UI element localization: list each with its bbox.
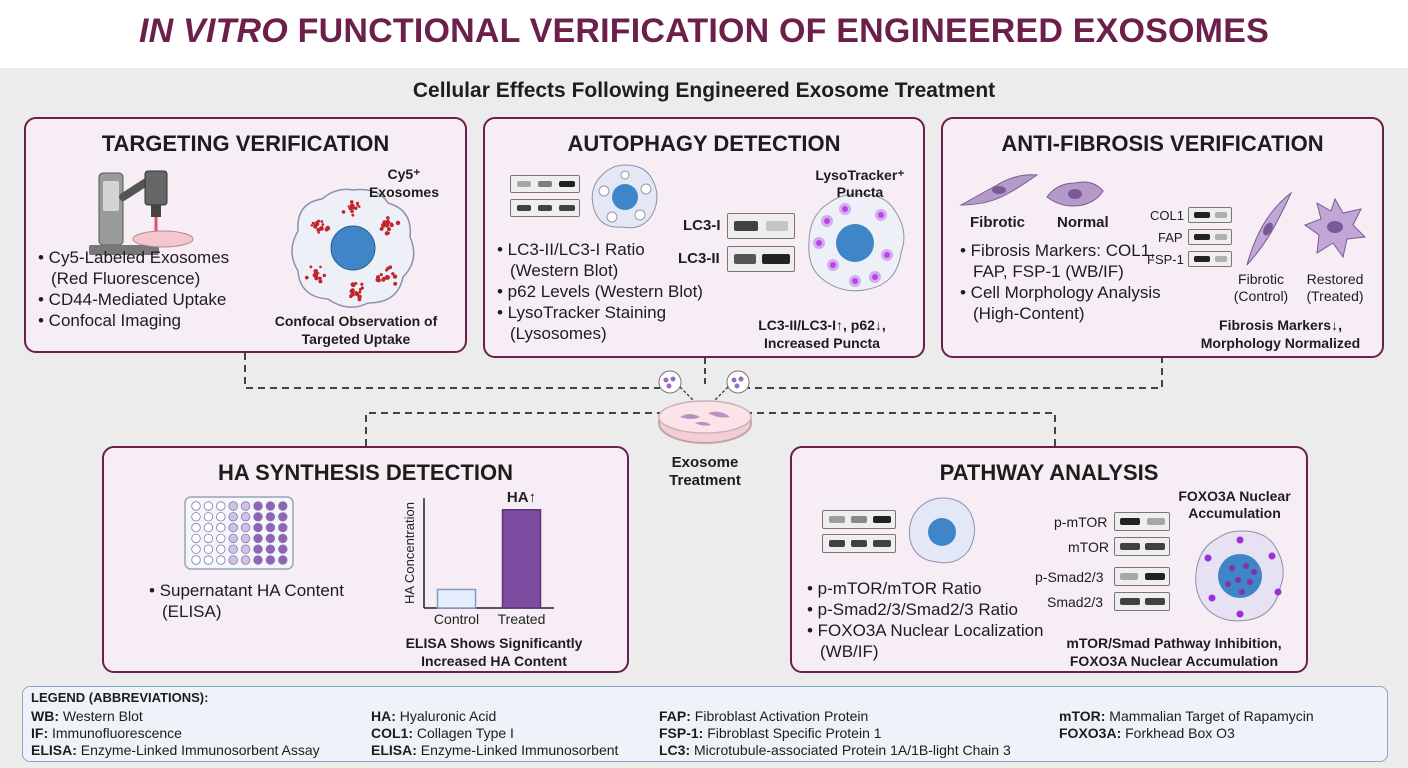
anti-fibrosis-panel: ANTI-FIBROSIS VERIFICATION Fibrotic Norm… — [941, 117, 1384, 358]
pathway-bullets: • p-mTOR/mTOR Ratio • p-Smad2/3/Smad2/3 … — [807, 579, 1044, 661]
blot-label-lc3-ii: LC3-II — [678, 250, 720, 267]
page-title: IN VITRO FUNCTIONAL VERIFICATION OF ENGI… — [139, 12, 1269, 50]
compare-label-fibrotic: Fibrotic(Control) — [1233, 271, 1289, 304]
restored-cell-icon — [1303, 197, 1367, 259]
panel-title: HA SYNTHESIS DETECTION — [218, 460, 513, 485]
targeting-bullets: • Cy5-Labeled Exosomes (Red Fluorescence… — [38, 248, 230, 330]
normal-label: Normal — [1057, 214, 1109, 231]
lysotracker-label: LysoTracker⁺Puncta — [815, 167, 905, 200]
tick-label-treated: Treated — [498, 611, 546, 627]
autophagy-detection-panel: AUTOPHAGY DETECTION • LC3-II/LC3-I Ratio… — [483, 117, 925, 358]
blot-label-p-smad: p-Smad2/3 — [1035, 569, 1104, 585]
blot-label-p-mtor: p-mTOR — [1054, 514, 1108, 530]
well-plate-icon — [184, 496, 294, 570]
blot-label-col1: COL1 — [1150, 208, 1184, 223]
cell-icon — [909, 497, 975, 564]
tick-label-control: Control — [434, 611, 479, 627]
ha-synthesis-panel: HA SYNTHESIS DETECTION • Supernatant HA … — [102, 446, 629, 673]
pathway-analysis-panel: PATHWAY ANALYSIS • p-mTOR/mTOR Ratio • p… — [790, 446, 1308, 673]
targeting-verification-panel: TARGETING VERIFICATION • Cy5-Labeled Exo… — [24, 117, 467, 353]
blot-label-mtor: mTOR — [1068, 539, 1109, 555]
western-blot-strip — [1114, 537, 1170, 556]
western-blot-strip — [1114, 567, 1170, 586]
normal-cell-icon — [1046, 181, 1104, 207]
blot-label-fap: FAP — [1158, 230, 1183, 245]
lysotracker-cell-icon — [808, 193, 905, 292]
western-blot-strip — [510, 199, 580, 217]
western-blot-strip — [1188, 229, 1232, 245]
ha-bullets: • Supernatant HA Content (ELISA) — [149, 581, 344, 621]
western-blot-strip — [822, 510, 896, 529]
western-blot-strip — [510, 175, 580, 193]
cell-vesicles-icon — [591, 164, 658, 229]
cy5-label: Cy5⁺Exosomes — [368, 166, 440, 200]
microscope-icon — [89, 170, 194, 255]
western-blot-strip — [1114, 592, 1170, 611]
western-blot-strip — [727, 246, 795, 272]
bar-treated — [501, 509, 542, 609]
blot-label-lc3-i: LC3-I — [683, 217, 721, 234]
western-blot-strip — [822, 534, 896, 553]
fibrotic-control-cell-icon — [1246, 191, 1293, 266]
legend-col-2: HA: Hyaluronic Acid COL1: Collagen Type … — [371, 708, 619, 758]
bar-control — [436, 588, 477, 609]
western-blot-strip — [1188, 251, 1232, 267]
page-subtitle: Cellular Effects Following Engineered Ex… — [412, 79, 996, 102]
compare-label-restored: Restored(Treated) — [1306, 271, 1364, 304]
panel-title: ANTI-FIBROSIS VERIFICATION — [1001, 131, 1324, 156]
autophagy-bullets: • LC3-II/LC3-I Ratio (Western Blot) • p6… — [497, 240, 703, 343]
foxo3a-cell-icon — [1195, 530, 1284, 622]
fibrotic-cell-icon — [959, 174, 1039, 206]
panel-title: AUTOPHAGY DETECTION — [567, 131, 841, 156]
legend-title: LEGEND (ABBREVIATIONS): — [31, 690, 209, 705]
autophagy-caption: LC3-II/LC3-I↑, p62↓,Increased Puncta — [758, 317, 886, 351]
pathway-caption: mTOR/Smad Pathway Inhibition,FOXO3A Nucl… — [1066, 635, 1282, 669]
fibrotic-label: Fibrotic — [970, 214, 1025, 231]
y-axis-label: HA Concentration — [402, 502, 417, 604]
western-blot-strip — [727, 213, 795, 239]
western-blot-strip — [1188, 207, 1232, 223]
legend-col-1: WB: Western Blot IF: Immunofluorescence … — [31, 708, 320, 758]
exosome-dish-icon — [658, 370, 752, 444]
header-band — [0, 0, 1408, 68]
panel-title: PATHWAY ANALYSIS — [939, 460, 1159, 485]
fibrosis-bullets: • Fibrosis Markers: COL1, FAP, FSP-1 (WB… — [960, 241, 1161, 323]
cy5-cell-icon — [291, 188, 415, 308]
legend-box: LEGEND (ABBREVIATIONS): WB: Western Blot… — [22, 686, 1388, 762]
legend-col-4: mTOR: Mammalian Target of Rapamycin FOXO… — [1059, 708, 1314, 741]
legend-col-3: FAP: Fibroblast Activation Protein FSP-1… — [659, 708, 1011, 758]
bar-annotation: HA↑ — [507, 489, 536, 506]
western-blot-strip — [1114, 512, 1170, 531]
blot-label-fsp1: FSP-1 — [1147, 252, 1184, 267]
blot-label-smad: Smad2/3 — [1047, 594, 1104, 610]
fibrosis-caption: Fibrosis Markers↓,Morphology Normalized — [1200, 317, 1361, 351]
panel-title: TARGETING VERIFICATION — [101, 131, 390, 156]
